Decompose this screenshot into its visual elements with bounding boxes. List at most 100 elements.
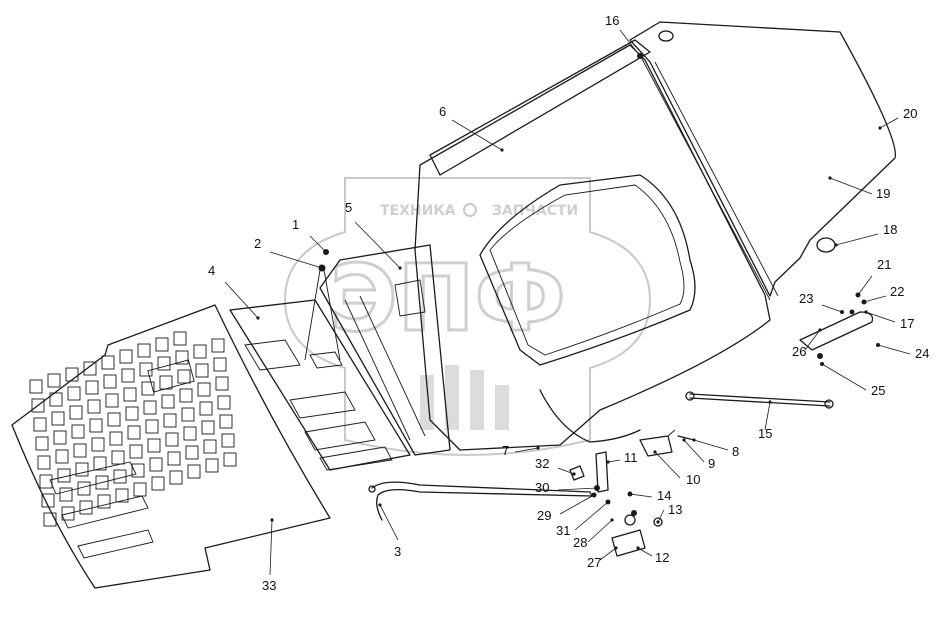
- leader-dot-28: [610, 518, 614, 522]
- leader-dot-23: [840, 310, 844, 314]
- mat-cell: [71, 424, 85, 439]
- gear-icon: [463, 203, 477, 217]
- callout-7: 7: [502, 443, 509, 458]
- mat-cell: [61, 506, 75, 521]
- mat-cell: [221, 433, 235, 448]
- mat-cell: [161, 394, 175, 409]
- leader-dot-25: [820, 362, 824, 366]
- mat-cell: [199, 401, 213, 416]
- callout-3: 3: [394, 544, 401, 559]
- part-33-floor-mat: [11, 304, 331, 589]
- callout-33: 33: [262, 578, 276, 593]
- mat-cell: [67, 386, 81, 401]
- callout-11: 11: [624, 450, 638, 465]
- callout-13: 13: [668, 502, 682, 517]
- mat-cell: [87, 399, 101, 414]
- mat-cell: [107, 412, 121, 427]
- leader-dot-3: [378, 503, 382, 507]
- mat-cell: [115, 488, 129, 503]
- leader-line-24: [877, 344, 911, 355]
- leader-dot-32: [572, 472, 576, 476]
- mat-cell: [121, 368, 135, 383]
- leader-dot-11: [606, 460, 610, 464]
- mat-cell: [181, 407, 195, 422]
- leader-dot-31: [606, 500, 610, 504]
- part-18-knob: [816, 237, 836, 253]
- part-3-cable: [368, 481, 593, 521]
- leader-dot-16: [638, 54, 642, 58]
- watermark: ТЕХНИКА ЗАПЧАСТИ ЭПФ: [283, 177, 652, 456]
- leader-line-12: [637, 547, 653, 557]
- leader-line-13: [657, 509, 665, 523]
- mat-cell: [159, 375, 173, 390]
- leader-line-28: [587, 519, 613, 543]
- callout-1: 1: [292, 217, 299, 232]
- callout-20: 20: [903, 106, 917, 121]
- leader-line-10: [654, 451, 681, 479]
- part-1-2-fasteners: [304, 249, 341, 361]
- callout-28: 28: [573, 535, 587, 550]
- mat-cell: [125, 406, 139, 421]
- mat-cell: [95, 475, 109, 490]
- leader-dot-18: [834, 243, 838, 247]
- mat-cell: [157, 356, 171, 371]
- callout-10: 10: [686, 472, 700, 487]
- leader-line-16: [619, 29, 641, 57]
- callout-31: 31: [556, 523, 570, 538]
- part-19-side-panel: [629, 21, 897, 297]
- leader-line-22: [863, 295, 887, 303]
- callout-6: 6: [439, 104, 446, 119]
- leader-line-3: [379, 504, 399, 541]
- mat-cell: [127, 425, 141, 440]
- mat-cell: [85, 380, 99, 395]
- leader-line-2: [269, 251, 323, 269]
- callout-17: 17: [900, 316, 914, 331]
- leader-dot-9: [682, 438, 686, 442]
- callout-4: 4: [208, 263, 215, 278]
- mat-cell: [33, 417, 47, 432]
- leader-line-29: [559, 494, 595, 515]
- mat-cell: [147, 438, 161, 453]
- leader-dot-7: [536, 446, 540, 450]
- mat-cell: [41, 493, 55, 508]
- mat-cell: [103, 374, 117, 389]
- leader-dot-26: [818, 328, 822, 332]
- callout-26: 26: [792, 344, 806, 359]
- callout-5: 5: [345, 200, 352, 215]
- mat-cell: [201, 420, 215, 435]
- mat-cell: [119, 349, 133, 364]
- mat-cell: [217, 395, 231, 410]
- mat-cell: [137, 343, 151, 358]
- watermark-logo: ЭПФ: [330, 245, 566, 352]
- leader-line-20: [879, 117, 899, 129]
- wheat-icon: [420, 365, 509, 430]
- mat-cell: [177, 369, 191, 384]
- mat-cell: [169, 470, 183, 485]
- mat-cell: [195, 363, 209, 378]
- mat-cell: [43, 512, 57, 527]
- leader-line-19: [829, 177, 873, 195]
- mat-cell: [69, 405, 83, 420]
- leader-line-11: [607, 459, 621, 463]
- part-11-latch-rod: [595, 451, 609, 493]
- part-8-9-10-brackets: [639, 429, 695, 457]
- leader-dot-22: [862, 300, 866, 304]
- callout-2: 2: [254, 236, 261, 251]
- leader-line-18: [835, 233, 879, 246]
- leader-dot-4: [256, 316, 260, 320]
- leader-line-26: [804, 329, 821, 351]
- part-12-latch-base: [611, 514, 663, 557]
- leader-dot-33: [270, 518, 274, 522]
- mat-cell: [55, 449, 69, 464]
- mat-cell: [175, 350, 189, 365]
- leader-dot-27: [614, 546, 618, 550]
- mat-cell: [79, 500, 93, 515]
- callout-25: 25: [871, 383, 885, 398]
- mat-cell: [111, 450, 125, 465]
- callout-12: 12: [655, 550, 669, 565]
- mat-cell: [75, 462, 89, 477]
- mat-cell: [141, 381, 155, 396]
- leader-dot-17: [864, 310, 868, 314]
- part-5-panel: [319, 244, 451, 456]
